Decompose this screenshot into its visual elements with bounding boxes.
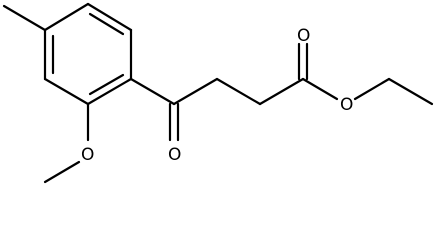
- benzene-ring: [43, 2, 133, 106]
- methyl-group: [2, 4, 47, 32]
- ring-double-bond: [88, 73, 125, 96]
- ring-bond: [43, 77, 90, 106]
- ch2-ch3-bond: [387, 77, 434, 106]
- aryl-carbonyl-bond: [129, 77, 176, 106]
- alkyl-chain: [172, 77, 305, 106]
- ketone-oxygen-label: O: [168, 145, 181, 165]
- chain-bond: [258, 77, 305, 106]
- carbonyl-oxygen-label: O: [297, 26, 310, 46]
- ester-oxygen-label: O: [340, 95, 353, 115]
- methoxy-oxygen-label: O: [81, 145, 94, 165]
- o-methyl-bond: [43, 160, 81, 184]
- o-ch2-bond: [353, 77, 391, 101]
- ring-bond: [86, 77, 133, 106]
- ethyl-ester: [301, 77, 434, 106]
- ketone-group: [129, 77, 180, 142]
- ester-carbonyl: [297, 42, 309, 81]
- methyl-bond: [2, 4, 47, 32]
- methoxy-group: [43, 102, 90, 184]
- c-o-bond: [301, 77, 339, 101]
- molecule-diagram: O O O O: [2, 2, 434, 184]
- chain-bond: [215, 77, 262, 106]
- chain-bond: [172, 77, 219, 106]
- ring-bond: [86, 2, 133, 32]
- ring-bond: [43, 2, 90, 32]
- ring-double-bond: [88, 12, 125, 36]
